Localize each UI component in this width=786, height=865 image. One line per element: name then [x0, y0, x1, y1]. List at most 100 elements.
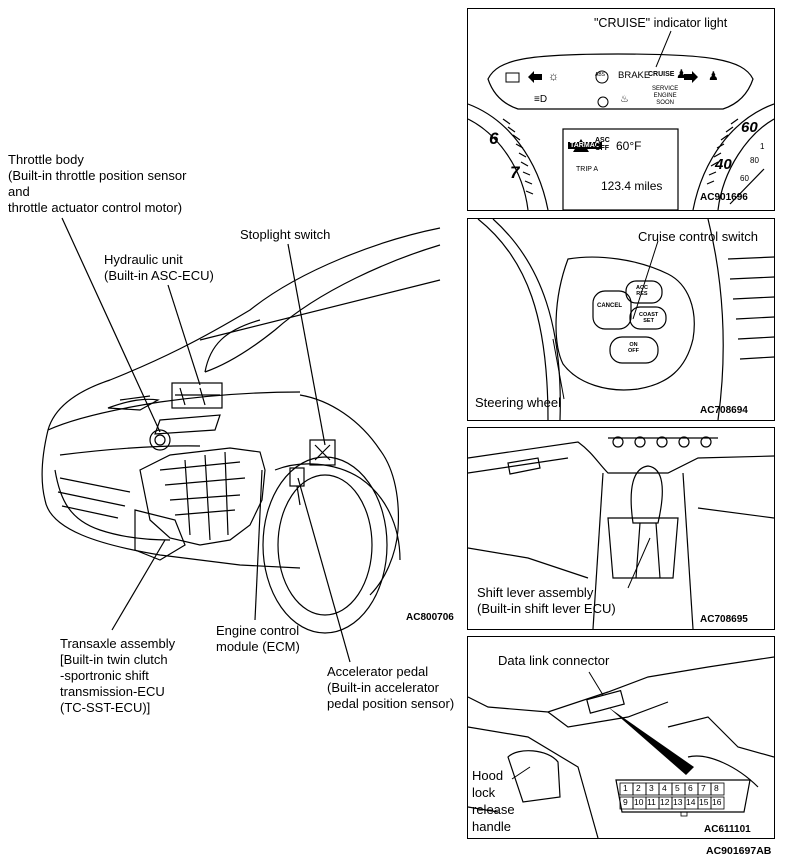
label-line: (Built-in ASC-ECU)	[104, 268, 214, 283]
coast-set-button: COAST SET	[639, 312, 658, 324]
label-line: release	[472, 802, 515, 817]
seatbelt-icon: ♟	[676, 67, 687, 81]
label-line: COAST	[639, 312, 659, 318]
headlight-icon: ≡D	[534, 94, 548, 105]
temperature-readout: 60°F	[616, 139, 642, 153]
label-line: throttle actuator control motor)	[8, 200, 183, 215]
odometer-readout: 123.4 miles	[601, 179, 663, 193]
vehicle-illustration	[41, 217, 441, 663]
steering-figure-code: AC708694	[700, 405, 748, 416]
transaxle-assembly-label: Transaxle assembly [Built-in twin clutch…	[60, 636, 175, 716]
pin-number: 2	[636, 783, 641, 793]
fog-icon: ☼	[548, 69, 559, 83]
label-line: SOON	[656, 100, 674, 106]
oil-icon: ♨	[620, 94, 629, 105]
shift-panel: Shift lever assembly (Built-in shift lev…	[467, 427, 775, 630]
cruise-indicator: CRUISE	[648, 71, 675, 78]
label-line: RES	[636, 291, 648, 297]
dlc-illustration	[468, 656, 774, 838]
pin-number: 16	[712, 797, 722, 807]
label-line: [Built-in twin clutch	[60, 652, 168, 667]
page-figure-code: AC901697AB	[706, 845, 772, 857]
label-line: Throttle body	[8, 152, 84, 167]
ecm-label: Engine control module (ECM)	[216, 623, 300, 655]
label-line: ACC	[636, 285, 648, 291]
label-line: Hood	[472, 768, 504, 783]
label-line: OFF	[628, 348, 639, 354]
speed-1: 1	[760, 142, 765, 151]
tarmac-indicator: TARMAC	[568, 142, 602, 149]
label-line: module (ECM)	[216, 639, 300, 654]
cruise-indicator-label: "CRUISE" indicator light	[594, 16, 728, 30]
pin-number: 1	[623, 783, 628, 793]
pin-number: 15	[699, 797, 709, 807]
label-line: (Built-in accelerator	[327, 680, 439, 695]
pin-number: 5	[675, 783, 680, 793]
throttle-body-label: Throttle body (Built-in throttle positio…	[8, 152, 186, 216]
speed-40: 40	[715, 156, 732, 173]
service-engine-soon: SERVICE ENGINE SOON	[652, 86, 678, 107]
cluster-panel: "CRUISE" indicator light BRAKE CRUISE ☼ …	[467, 8, 775, 211]
speed-60: 60	[741, 119, 758, 136]
acc-res-button: ACC RES	[636, 285, 648, 297]
brake-indicator: BRAKE	[618, 70, 651, 81]
pin-number: 11	[647, 797, 656, 807]
label-line: handle	[472, 819, 512, 834]
data-link-connector-label: Data link connector	[498, 653, 610, 668]
pin-number: 3	[649, 783, 654, 793]
speed-60-small: 60	[740, 174, 749, 183]
label-line: transmission-ECU	[60, 684, 165, 699]
trip-label: TRIP A	[576, 166, 599, 173]
label-line: ASC	[595, 137, 610, 144]
airbag-icon: ♟	[708, 69, 719, 83]
pin-number: 8	[714, 783, 719, 793]
steering-panel: Cruise control switch Steering wheel CAN…	[467, 218, 775, 421]
steering-wheel-label: Steering wheel	[475, 395, 561, 410]
label-line: SERVICE	[652, 86, 679, 92]
label-line: (TC-SST-ECU)]	[60, 700, 151, 715]
pin-number: 13	[673, 797, 683, 807]
pin-number: 12	[660, 797, 670, 807]
cruise-control-switch-label: Cruise control switch	[638, 229, 758, 244]
asc-off-indicator: ASC OFF	[595, 137, 610, 153]
steering-illustration	[477, 219, 774, 420]
label-line: Engine control	[216, 623, 300, 638]
tach-7: 7	[510, 163, 520, 182]
on-off-button: ON OFF	[628, 342, 639, 354]
cluster-figure-code: AC901696	[700, 192, 748, 203]
label-line: Transaxle assembly	[60, 636, 176, 651]
label-line: (Built-in shift lever ECU)	[477, 601, 616, 616]
accelerator-pedal-label: Accelerator pedal (Built-in accelerator …	[327, 664, 454, 712]
pin-number: 14	[686, 797, 696, 807]
cancel-button: CANCEL	[597, 303, 622, 309]
shift-figure-code: AC708695	[700, 614, 748, 625]
pin-number: 10	[634, 797, 644, 807]
hydraulic-unit-label: Hydraulic unit (Built-in ASC-ECU)	[104, 252, 214, 284]
label-line: lock	[472, 785, 496, 800]
label-line: ENGINE	[653, 93, 677, 99]
label-line: SET	[643, 318, 654, 324]
label-line: Shift lever assembly	[477, 585, 594, 600]
label-line: Hydraulic unit	[104, 252, 183, 267]
stoplight-switch-label: Stoplight switch	[240, 227, 331, 242]
label-line: ON	[629, 342, 638, 348]
pin-number: 6	[688, 783, 693, 793]
hood-lock-release-label: Hood lock release handle	[472, 767, 515, 835]
label-line: and	[8, 184, 30, 199]
abs-icon: ABS	[595, 72, 606, 78]
main-figure-code: AC800706	[406, 612, 454, 623]
pin-number: 4	[662, 783, 667, 793]
label-line: pedal position sensor)	[327, 696, 455, 711]
pin-number: 7	[701, 783, 706, 793]
shift-lever-label: Shift lever assembly (Built-in shift lev…	[477, 585, 616, 617]
dlc-panel: Data link connector Hood lock release ha…	[467, 636, 775, 839]
tach-6: 6	[489, 129, 499, 148]
dlc-figure-code: AC611101	[704, 824, 751, 835]
label-line: (Built-in throttle position sensor	[8, 168, 187, 183]
speed-80: 80	[750, 156, 759, 165]
label-line: OFF	[595, 145, 609, 152]
label-line: Accelerator pedal	[327, 664, 429, 679]
shift-illustration	[468, 436, 774, 629]
pin-number: 9	[623, 797, 628, 807]
label-line: -sportronic shift	[60, 668, 149, 683]
